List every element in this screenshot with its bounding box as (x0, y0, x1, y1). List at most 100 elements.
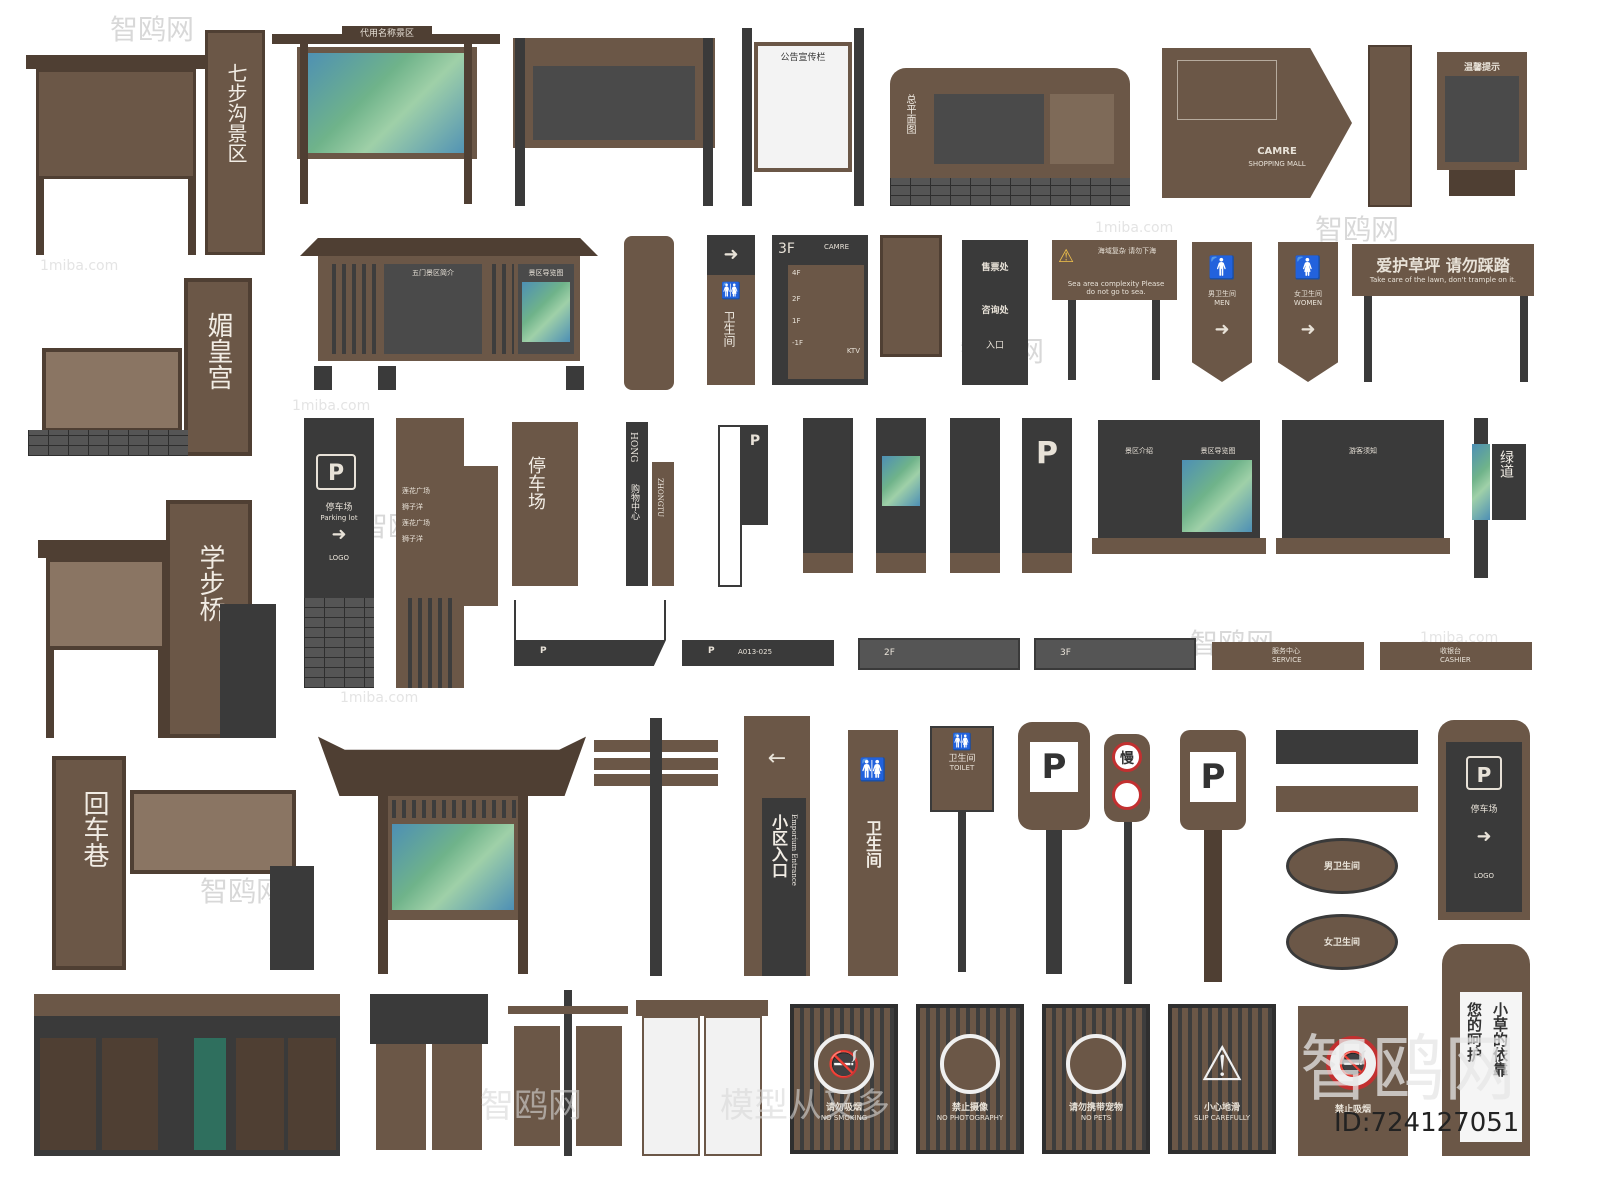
directory-pillar (1368, 45, 1412, 207)
lotus-direction-tower: 莲花广场 狮子洋 莲花广场 狮子洋 (384, 418, 498, 688)
parking-lot-title: 停车场 (525, 456, 546, 510)
no-smoking-en: NO SMOKING (820, 1114, 868, 1122)
scenic-map-board: 代用名称景区 (272, 22, 500, 207)
parking-label: 停车场 (325, 503, 353, 513)
hanging-2f-label: 2F (884, 648, 895, 658)
floor-3f-label: 3F (778, 241, 795, 257)
parking-icon: P (316, 454, 356, 490)
parking-post-1: P (1018, 722, 1090, 974)
watermark-large: 智鸥网 (1300, 1027, 1517, 1111)
watermark-url: 1miba.com (292, 398, 371, 414)
left-arrow-icon: ← (767, 746, 787, 771)
women-plaque-label: 女卫生间 (1323, 938, 1360, 948)
floor-b1-label: -1F (792, 339, 804, 347)
slip-icon: ⚠ (1200, 1036, 1244, 1092)
slow-label: 慢 (1112, 742, 1142, 772)
hanging-2f-sign: 2F (858, 604, 1020, 670)
wave-pillar-2 (870, 418, 930, 582)
grass-label: 小草的依靠 (1491, 1002, 1509, 1077)
lawn-en: Take care of the lawn, don't trample on … (1369, 276, 1517, 284)
visitor-notice-title: 游客须知 (1349, 447, 1377, 455)
parking-tower-sign: P 停车场 Parking lot ➜ LOGO (296, 418, 380, 688)
parking-board-arrow: ➜ (1476, 826, 1492, 847)
parking-board-label: 停车场 (1470, 805, 1498, 815)
lotus-label-1: 莲花广场 (402, 487, 430, 495)
cashier-en-label: CASHIER (1440, 656, 1471, 664)
scenic-intro-title: 景区介绍 (1125, 447, 1153, 455)
right-arrow-icon: ➜ (331, 524, 347, 545)
p-frame-sign: P (718, 425, 770, 587)
toilet-direction-sign: ➜ 🚻 卫生间 (707, 235, 755, 385)
hanging-3f-sign: 3F (1034, 604, 1196, 670)
community-entrance-sign: ← 小区入口 Emporium Entrance (744, 716, 810, 976)
qibu-board-sign (26, 55, 206, 255)
notice-board (513, 28, 715, 208)
floor-4f-label: 4F (792, 269, 801, 277)
toilet-icon: 🚻 (721, 281, 741, 300)
meihuang-board: 媚皇宫 (28, 278, 252, 458)
white-bin (636, 1000, 768, 1156)
watermark-brand: 智鸥网 (110, 13, 195, 46)
no-pets-icon (1066, 1034, 1126, 1094)
watermark-url: 1miba.com (340, 690, 419, 706)
archway-map-board (318, 712, 586, 974)
reminder-title: 温馨提示 (1463, 63, 1500, 73)
ticket-consult-sign: 售票处 咨询处 入口 (962, 240, 1028, 385)
logo-label: LOGO (328, 554, 350, 562)
slow-post-sign: 慢 (1104, 734, 1150, 984)
parking-p-icon-1: P (1030, 742, 1078, 792)
hanging-p-sign: P (514, 600, 666, 666)
community-entrance-label: 小区入口 (769, 814, 788, 878)
toilet-pair-icon: 🚻 (859, 758, 887, 783)
scenic-intro-board: 景区介绍 景区导览图 (1092, 420, 1266, 576)
watermark-url: 1miba.com (1095, 220, 1174, 236)
parking-lot-sign: 停车场 (512, 422, 578, 586)
no-smoking-icon: 🚭 (814, 1034, 874, 1094)
no-pets-label: 请勿携带宠物 (1068, 1103, 1123, 1113)
watermark-url: 1miba.com (40, 258, 119, 274)
bulletin-board: 公告宣传栏 (742, 28, 864, 206)
huiche-board: 回车巷 (52, 756, 314, 972)
floor-2f-label: 2F (792, 295, 801, 303)
bulletin-title: 公告宣传栏 (780, 53, 826, 63)
no-pets-sign: 请勿携带宠物 NO PETS (1042, 1004, 1150, 1154)
camre-label-small: CAMRE (824, 243, 850, 251)
men-restroom-sign: 🚹 男卫生间 MEN ➜ (1192, 242, 1252, 382)
ticket-label: 售票处 (981, 263, 1009, 273)
reminder-board: 温馨提示 (1437, 52, 1527, 202)
zhongtu-label: ZHONGTU (656, 478, 664, 517)
hanging-3f-label: 3F (1060, 648, 1071, 658)
no-smoking-label: 请勿吸烟 (825, 1103, 862, 1113)
hanging-ab-sign: P A013-025 (682, 600, 834, 666)
info-tall-sign (880, 235, 942, 357)
women-restroom-sign: 🚺 女卫生间 WOMEN ➜ (1278, 242, 1338, 382)
pavilion-intro-board: 五门景区简介 景区导览图 (300, 238, 598, 393)
general-plan-title: 总平面图 (904, 94, 915, 134)
hong-shopping-sign: HONG 购物中心 ZHONGTU (616, 422, 682, 586)
toilet-tall-sign: 🚻 卫生间 (848, 730, 898, 976)
emporium-label: Emporium Entrance (790, 814, 798, 886)
shopping-center-label: 购物中心 (629, 484, 639, 520)
shopping-mall-label: SHOPPING MALL (1248, 160, 1306, 168)
lotus-label-2: 莲花广场 (402, 519, 430, 527)
women-plaque: 女卫生间 (1286, 914, 1398, 970)
curved-pillar-sign (624, 236, 674, 390)
hong-label: HONG (628, 432, 638, 463)
overview-title: 景区导览图 (528, 269, 564, 277)
direction-pole-sign (594, 718, 722, 976)
camre-angled-sign: CAMRE SHOPPING MALL (1152, 48, 1357, 203)
cashier-label: 收银台 (1440, 647, 1461, 655)
wave-pillar-3 (944, 418, 1004, 582)
entrance-label: 入口 (985, 341, 1004, 351)
no-photo-icon (940, 1034, 1000, 1094)
sea-warning-en: Sea area complexity Please do not go to … (1067, 280, 1165, 296)
toilet-post-sign: 🚻 卫生间 TOILET (930, 726, 994, 972)
p-label: P (749, 433, 761, 449)
lawn-title: 爱护草坪 请勿踩踏 (1376, 256, 1510, 275)
no-pets-en: NO PETS (1080, 1114, 1112, 1122)
lawn-care-sign: 爱护草坪 请勿踩踏 Take care of the lawn, don't t… (1352, 244, 1534, 384)
lion-label-2: 狮子洋 (402, 535, 423, 543)
roofed-bin (508, 990, 628, 1156)
women-label: 女卫生间 (1294, 290, 1322, 298)
general-plan-sign: 总平面图 (890, 46, 1130, 206)
